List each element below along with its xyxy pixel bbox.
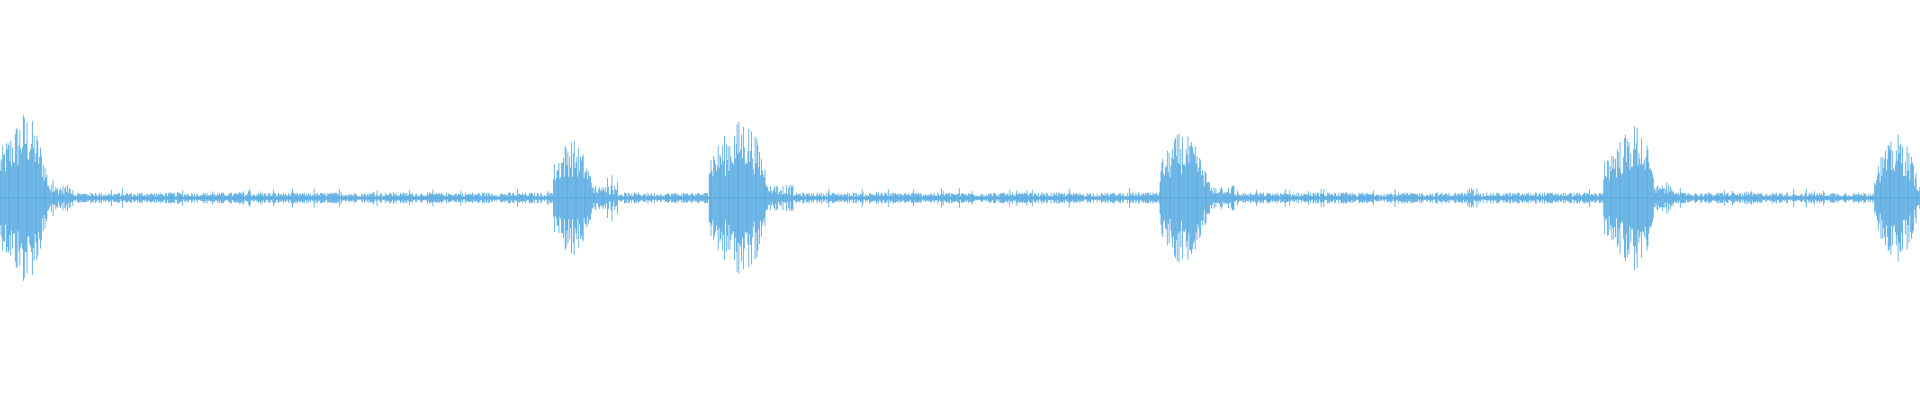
waveform-bars <box>0 115 1920 281</box>
